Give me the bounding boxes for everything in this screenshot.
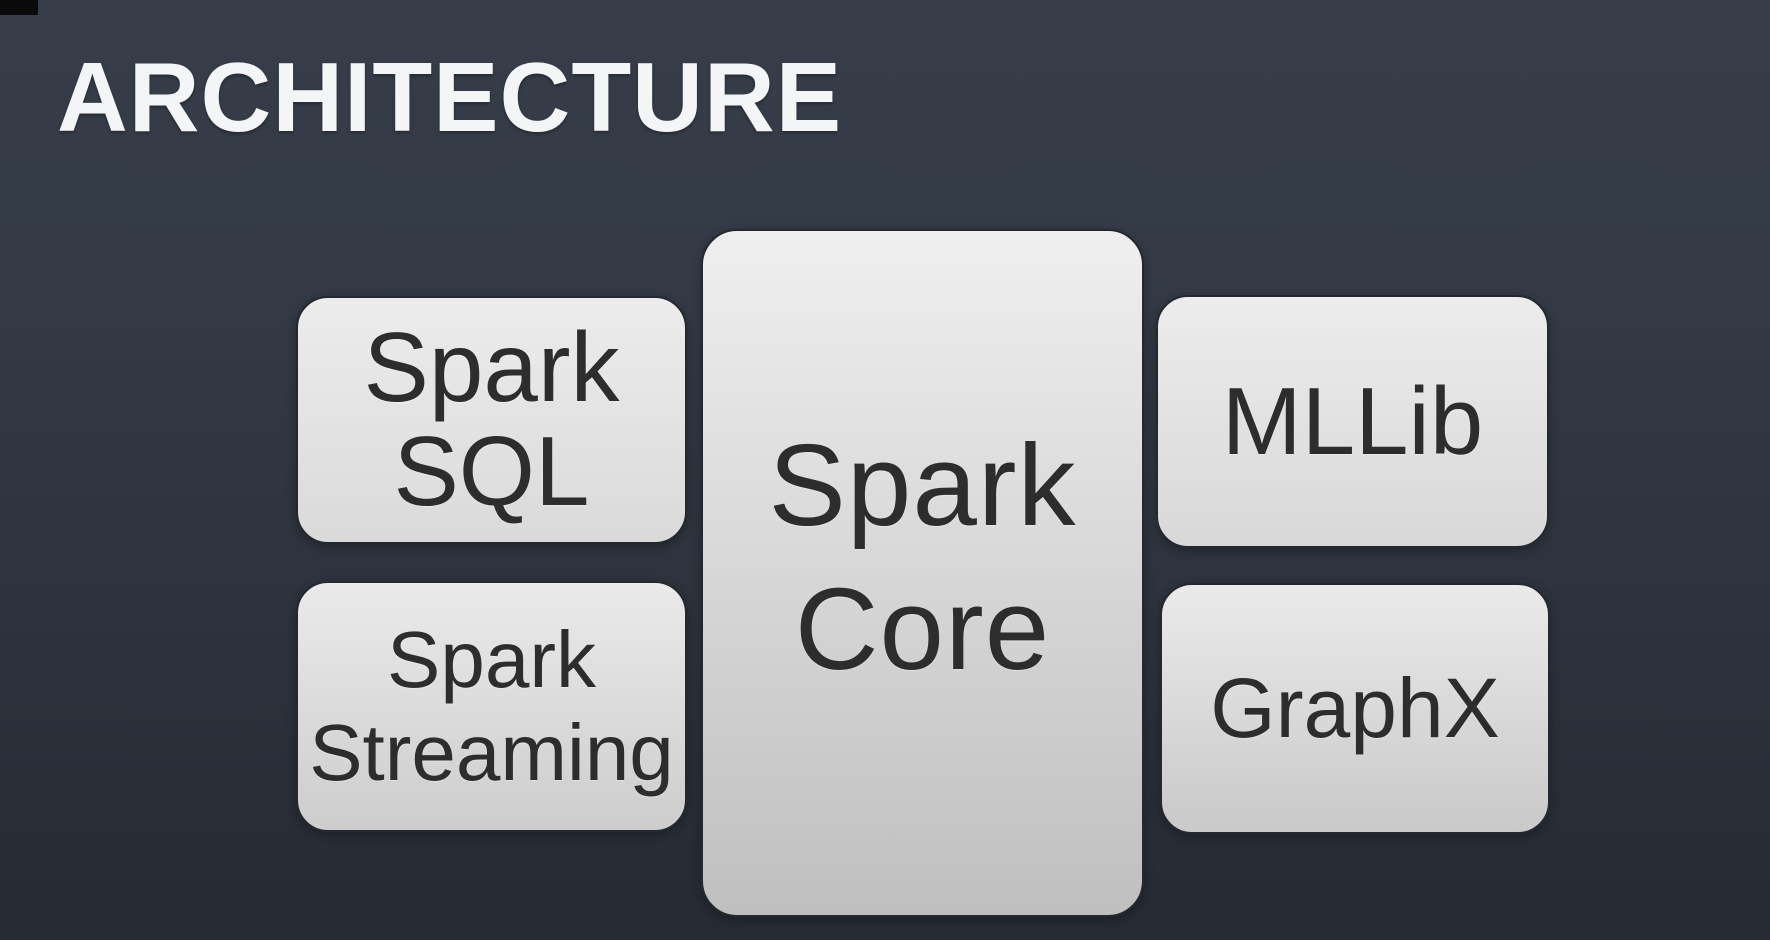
- diagram-box-spark-streaming: Spark Streaming: [296, 581, 687, 832]
- mllib-label: MLLib: [1221, 367, 1484, 475]
- spark-streaming-label-line2: Streaming: [309, 707, 674, 797]
- diagram-box-graphx: GraphX: [1160, 583, 1550, 834]
- graphx-label: GraphX: [1210, 661, 1500, 756]
- spark-core-label-line2: Core: [794, 564, 1051, 694]
- diagram-box-spark-sql: Spark SQL: [296, 296, 687, 544]
- diagram-box-spark-core: Spark Core: [701, 229, 1144, 917]
- spark-sql-label-line1: Spark: [363, 312, 620, 423]
- spark-core-label-line1: Spark: [768, 420, 1077, 551]
- slide-title: ARCHITECTURE: [57, 42, 843, 152]
- top-left-video-artifact: [0, 0, 38, 15]
- diagram-box-mllib: MLLib: [1156, 295, 1549, 548]
- spark-sql-label-line2: SQL: [393, 416, 590, 526]
- spark-streaming-label-line1: Spark: [387, 614, 596, 704]
